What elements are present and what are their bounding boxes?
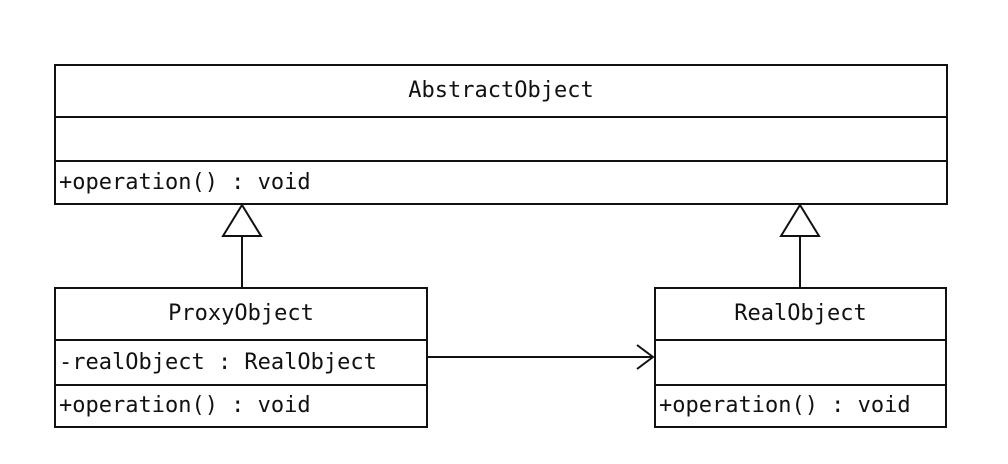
generalization-real-to-abstract <box>779 203 821 287</box>
class-operations: +operation() : void <box>56 160 946 203</box>
class-attributes <box>56 116 946 160</box>
class-attributes <box>656 339 945 384</box>
class-operations: +operation() : void <box>656 384 945 426</box>
association-proxy-to-real <box>428 344 655 370</box>
class-operations: +operation() : void <box>56 384 426 426</box>
generalization-proxy-to-abstract <box>221 203 263 287</box>
class-real-object: RealObject +operation() : void <box>654 287 947 428</box>
class-proxy-object: ProxyObject -realObject : RealObject +op… <box>54 287 428 428</box>
class-name: AbstractObject <box>408 78 594 103</box>
class-abstract-object: AbstractObject +operation() : void <box>54 64 948 205</box>
inheritance-arrowhead-icon <box>221 203 263 237</box>
class-name: ProxyObject <box>168 301 314 326</box>
class-attributes: -realObject : RealObject <box>56 339 426 384</box>
class-name: RealObject <box>734 301 867 326</box>
open-arrowhead-icon <box>636 344 655 370</box>
inheritance-arrowhead-icon <box>779 203 821 237</box>
